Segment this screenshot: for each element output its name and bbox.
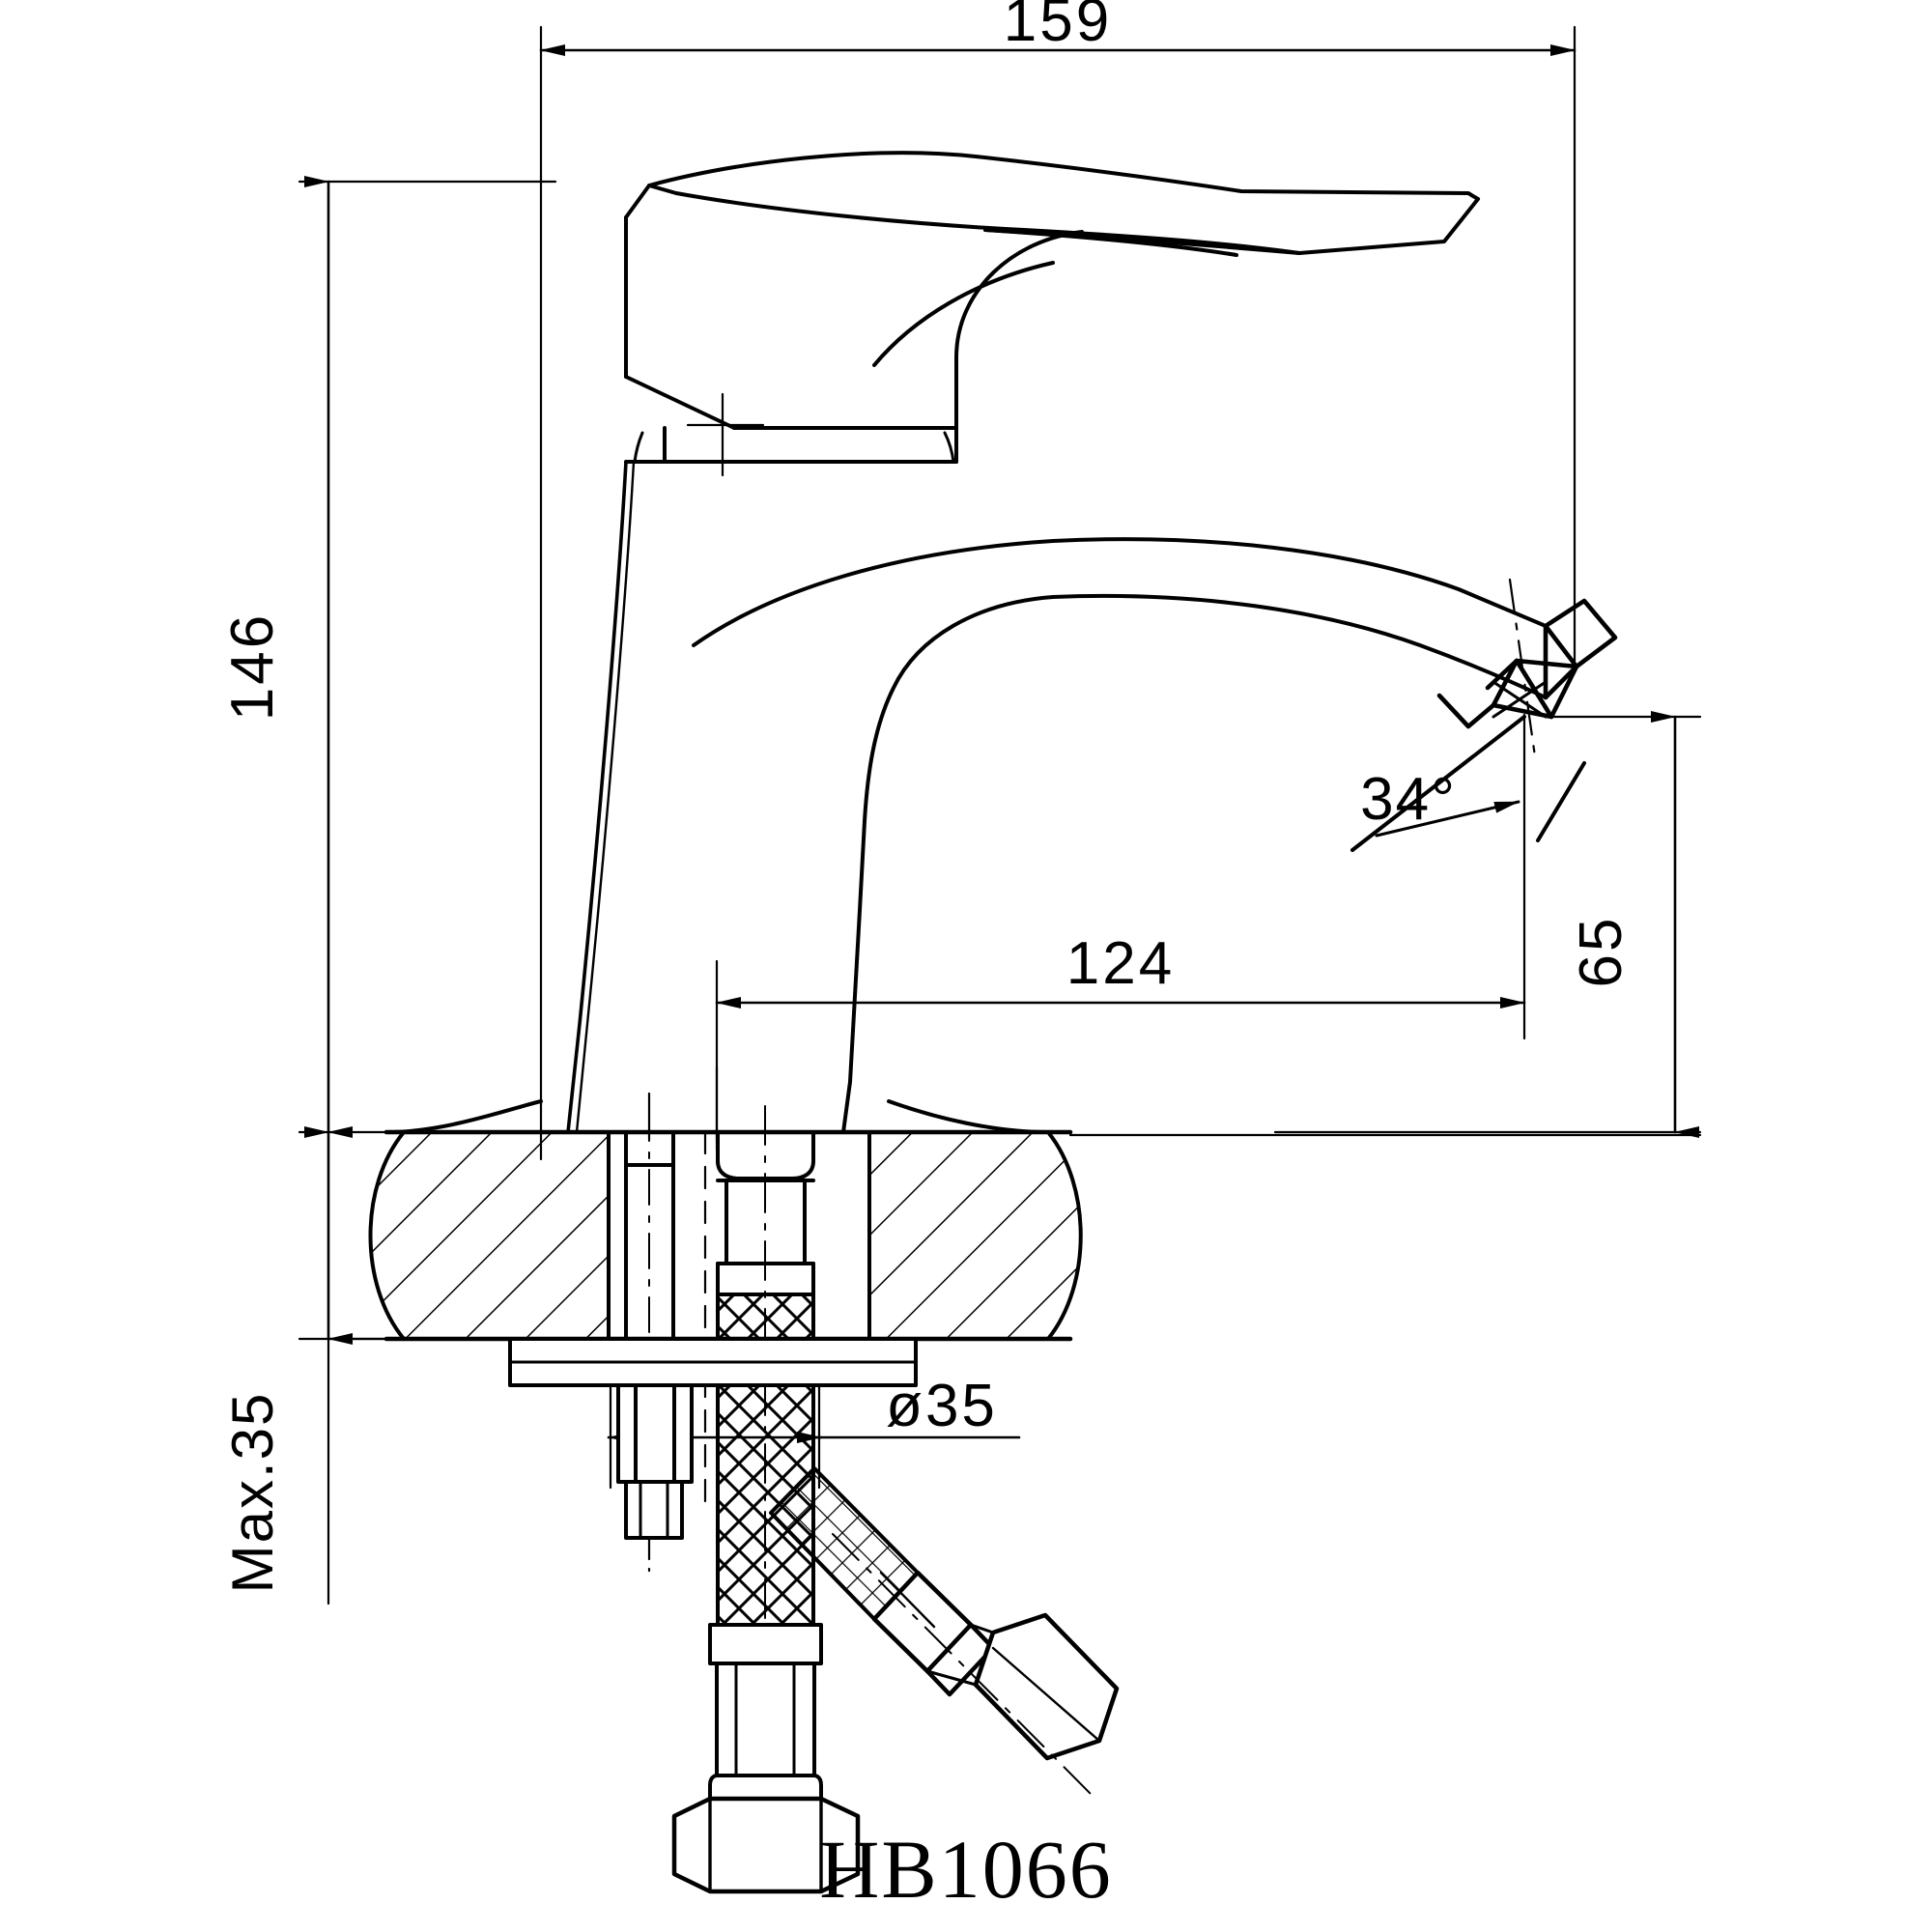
dimension-34deg bbox=[1350, 715, 1586, 852]
braided-hose-main bbox=[671, 1383, 861, 1894]
dim-label-34deg: 34° bbox=[1360, 766, 1457, 833]
dimension-65 bbox=[1273, 711, 1702, 1138]
faucet-neck-collar bbox=[624, 392, 958, 477]
model-number-label: HB1066 bbox=[819, 1823, 1113, 1916]
dim-label-max35: Max.35 bbox=[220, 1392, 285, 1594]
dim-label-146: 146 bbox=[219, 612, 286, 721]
dimension-159 bbox=[539, 25, 1577, 1161]
lower-lock-nut bbox=[616, 1383, 694, 1573]
dim-label-159: 159 bbox=[1004, 0, 1112, 54]
faucet-aerator-tip bbox=[1436, 578, 1618, 765]
faucet-lever-handle bbox=[624, 151, 1480, 430]
dim-label-124: 124 bbox=[1066, 930, 1175, 997]
countertop-section bbox=[327, 1129, 1702, 1342]
branch-hose-angled bbox=[769, 1466, 1120, 1796]
centre-tick-marks bbox=[647, 1065, 719, 1151]
dim-label-65: 65 bbox=[1568, 916, 1634, 988]
faucet-base-plate bbox=[384, 1099, 1050, 1134]
faucet-spout-body bbox=[566, 460, 1548, 1134]
braided-hose-upper bbox=[716, 1293, 815, 1341]
mounting-washer bbox=[508, 1337, 918, 1387]
dim-label-dia35: ø35 bbox=[886, 1373, 998, 1439]
dimension-146 bbox=[298, 176, 557, 1138]
